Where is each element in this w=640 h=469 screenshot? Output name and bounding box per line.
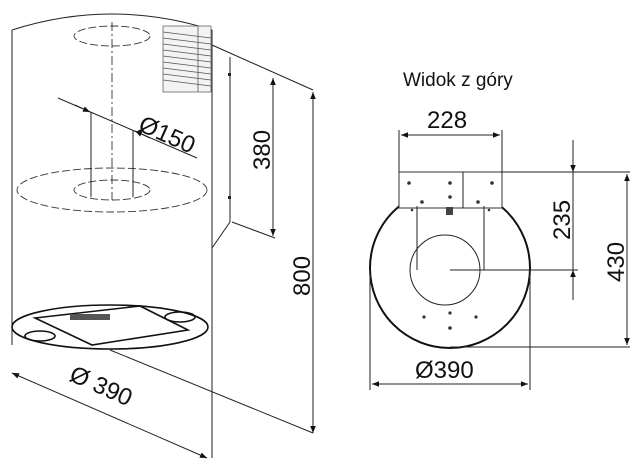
side-view: Ø150 380 800 Ø 390	[11, 13, 316, 459]
pipe-diameter-label: Ø150	[135, 111, 200, 160]
top-view: Widok z góry 228 235 430 Ø390	[369, 70, 630, 390]
top-view-title: Widok z góry	[403, 70, 513, 91]
light-right	[164, 311, 196, 323]
depth-label: 430	[603, 242, 630, 282]
mid-section-outline	[16, 167, 208, 213]
center-offset-label: 235	[549, 200, 576, 240]
light-left	[24, 330, 56, 342]
total-height-label: 800	[289, 256, 316, 296]
bracket-width-label: 228	[427, 107, 467, 134]
vent-grille	[162, 25, 212, 93]
chimney-height-label: 380	[249, 130, 276, 170]
mount-screw	[446, 207, 453, 215]
cylinder-top-outline	[11, 13, 213, 31]
top-diameter-label: Ø390	[415, 357, 474, 384]
filter-panel	[32, 305, 191, 346]
diameter-dim-line	[11, 372, 208, 459]
cylinder-bottom-panel	[11, 304, 209, 350]
u-cutout	[416, 206, 485, 270]
control-panel	[70, 314, 110, 320]
wall-bracket-top	[398, 171, 503, 209]
side-diameter-label: Ø 390	[66, 361, 137, 412]
